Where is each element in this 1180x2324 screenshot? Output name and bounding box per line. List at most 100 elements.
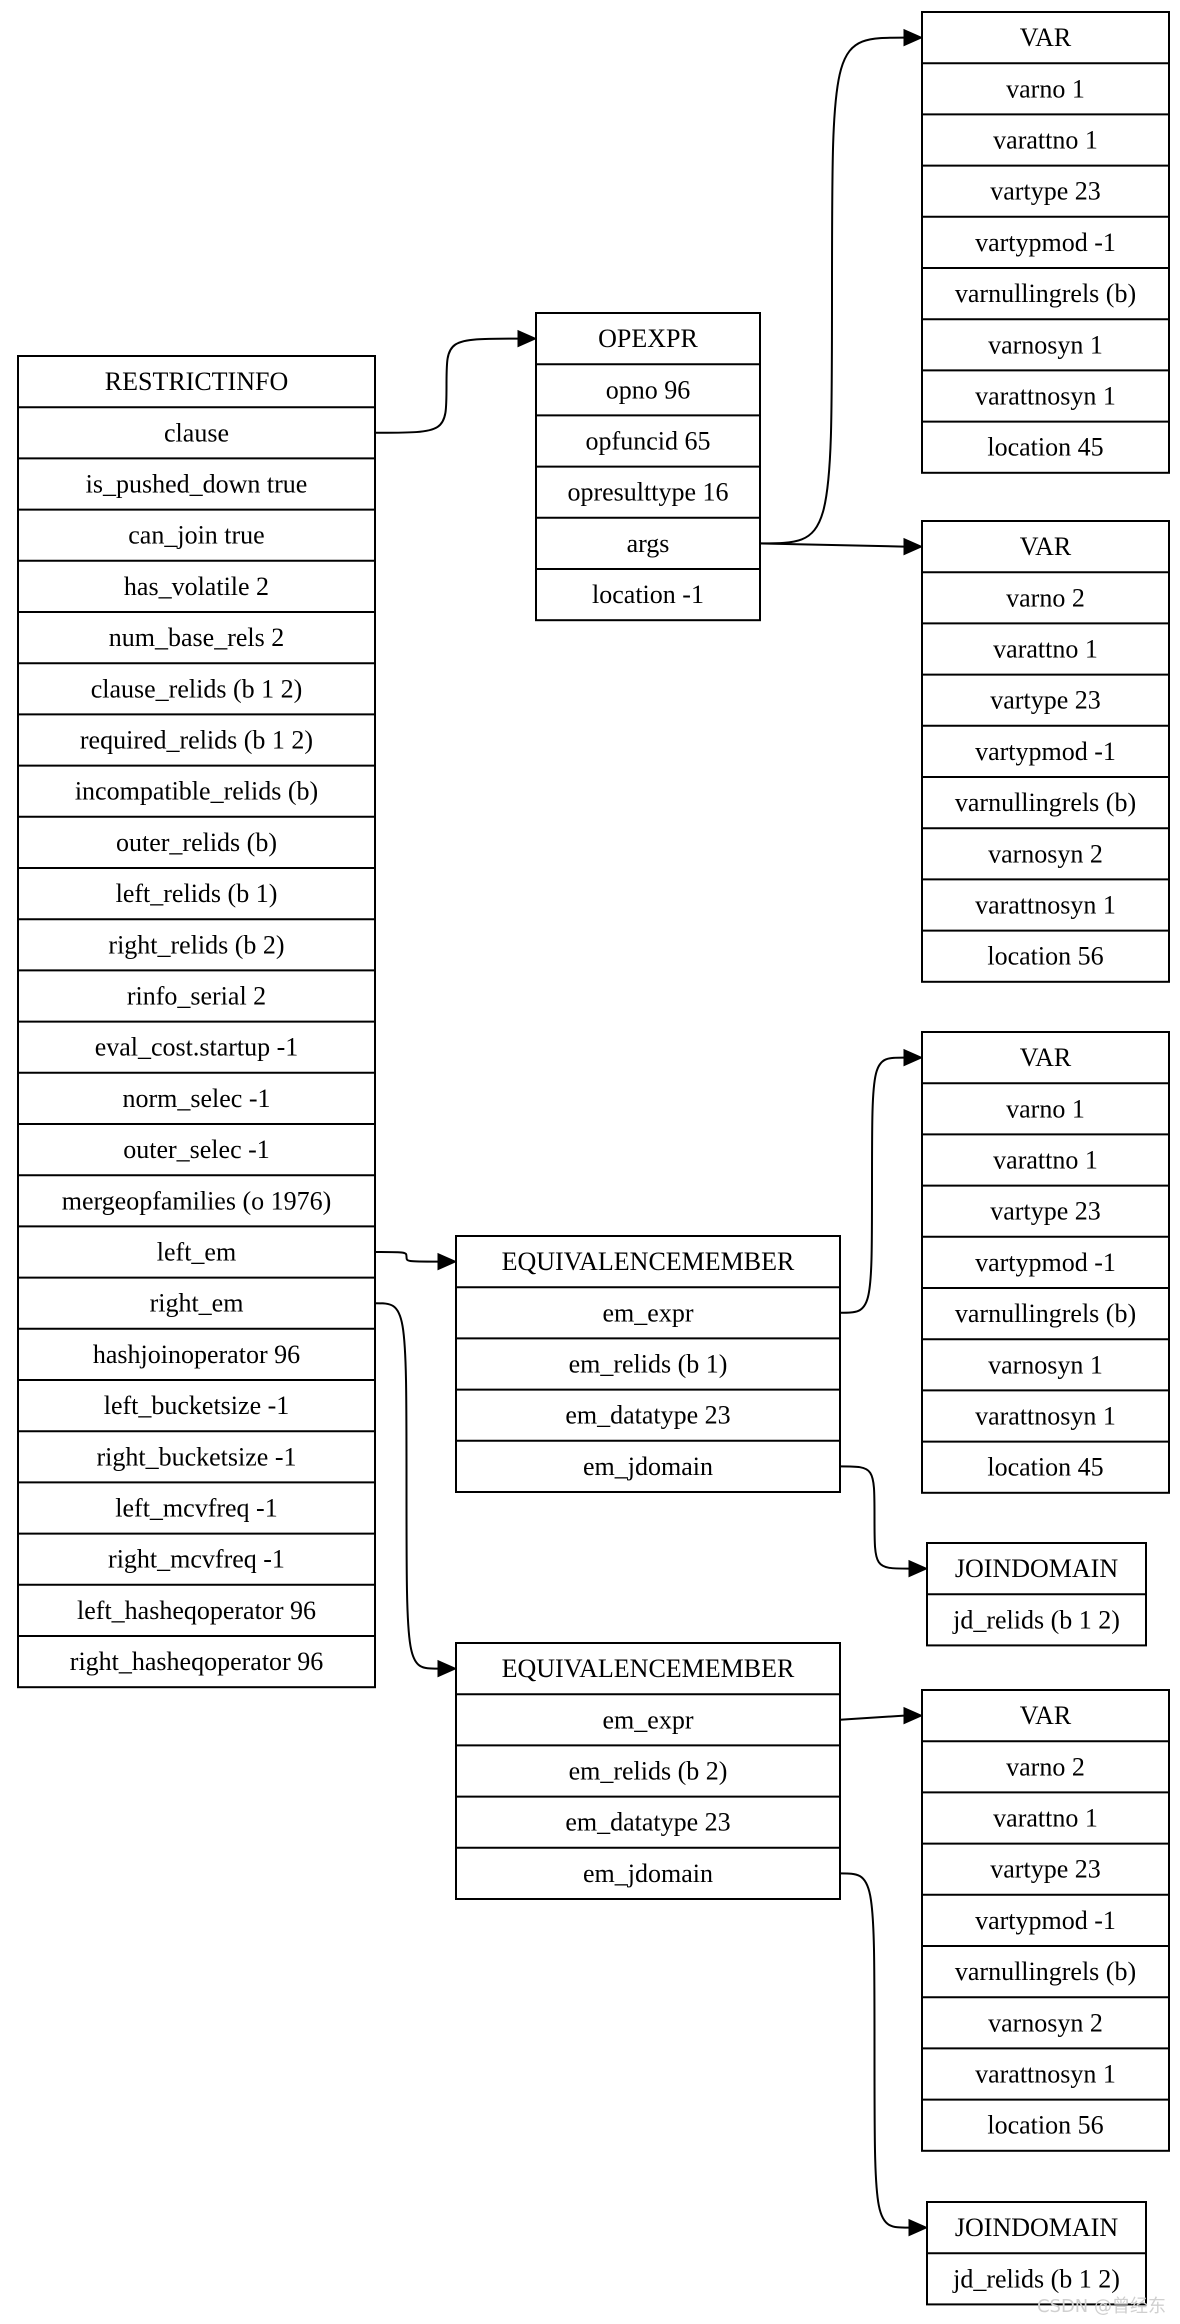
node-field: required_relids (b 1 2) (80, 726, 313, 755)
node-field: left_mcvfreq -1 (115, 1494, 277, 1523)
node-field: varattnosyn 1 (975, 2060, 1116, 2089)
edge-restrictinfo-clause-opexpr (374, 329, 538, 434)
edge-line (374, 337, 519, 434)
edge-restrictinfo-left_em-em1 (374, 1251, 458, 1271)
edge-em1-em_jdomain-jd1 (839, 1465, 929, 1578)
node-border (455, 1642, 841, 1900)
node-field: location 56 (987, 942, 1103, 971)
node-field: right_em (150, 1289, 244, 1318)
node-field: varattnosyn 1 (975, 891, 1116, 920)
node-field: vartypmod -1 (975, 228, 1116, 257)
node-border (921, 1689, 1170, 2152)
node-field: varnosyn 1 (988, 330, 1103, 359)
node-title: VAR (1020, 1043, 1072, 1072)
node-field: em_expr (603, 1705, 694, 1734)
node-field: has_volatile 2 (124, 572, 269, 601)
edge-opexpr-args-var1 (759, 28, 924, 545)
node-field: varno 1 (1006, 74, 1085, 103)
node-field: opfuncid 65 (586, 427, 711, 456)
node-title: EQUIVALENCEMEMBER (502, 1247, 795, 1276)
node-field: varnullingrels (b) (955, 1299, 1136, 1328)
node-field: vartypmod -1 (975, 1248, 1116, 1277)
node-field: location 56 (987, 2111, 1103, 2140)
node-field: em_datatype 23 (565, 1401, 730, 1430)
node-field: vartype 23 (990, 1197, 1100, 1226)
edge-line (759, 36, 905, 545)
node-var3: VAR varno 1 varattno 1 vartype 23 vartypmod … (921, 1031, 1170, 1494)
node-field: em_relids (b 2) (569, 1757, 728, 1786)
node-field: right_hasheqoperator 96 (70, 1647, 323, 1676)
node-field: incompatible_relids (b) (75, 777, 318, 806)
node-field: em_expr (603, 1298, 694, 1327)
arrowhead (903, 1706, 924, 1725)
node-field: em_jdomain (583, 1859, 713, 1888)
node-field: jd_relids (b 1 2) (952, 1605, 1120, 1634)
node-title: JOINDOMAIN (955, 2213, 1118, 2242)
node-field: em_datatype 23 (565, 1808, 730, 1837)
node-field: vartypmod -1 (975, 1906, 1116, 1935)
arrowhead (903, 28, 924, 47)
node-field: outer_selec -1 (123, 1135, 270, 1164)
node-opexpr: OPEXPR opno 96 opfuncid 65 opresulttype 16 a… (535, 312, 761, 622)
node-field: rinfo_serial 2 (127, 982, 266, 1011)
node-field: varno 1 (1006, 1094, 1085, 1123)
node-field: varnosyn 1 (988, 1350, 1103, 1379)
edge-em1-em_expr-var3 (839, 1048, 924, 1314)
node-field: left_bucketsize -1 (104, 1391, 290, 1420)
edge-em2-em_jdomain-jd2 (839, 1872, 929, 2237)
node-field: varattno 1 (993, 1146, 1098, 1175)
node-field: mergeopfamilies (o 1976) (62, 1186, 332, 1215)
node-field: varattno 1 (993, 1804, 1098, 1833)
node-field: varattno 1 (993, 126, 1098, 155)
node-field: args (627, 529, 670, 558)
node-field: vartype 23 (990, 686, 1100, 715)
node-field: varnullingrels (b) (955, 1957, 1136, 1986)
node-field: vartype 23 (990, 1855, 1100, 1884)
node-field: norm_selec -1 (122, 1084, 270, 1113)
watermark: CSDN @曾经东 (1036, 2296, 1166, 2317)
node-title: VAR (1020, 1701, 1072, 1730)
node-title: JOINDOMAIN (955, 1554, 1118, 1583)
node-jd1: JOINDOMAIN jd_relids (b 1 2) (926, 1542, 1147, 1647)
node-field: right_mcvfreq -1 (108, 1545, 285, 1574)
node-field: opno 96 (606, 375, 691, 404)
node-field: left_em (157, 1238, 236, 1267)
node-field: location -1 (592, 580, 704, 609)
node-layer: RESTRICTINFO clause is_pushed_down true can… (17, 11, 1170, 2306)
node-field: num_base_rels 2 (109, 623, 284, 652)
node-field: can_join true (128, 521, 264, 550)
node-field: varnosyn 2 (988, 2008, 1103, 2037)
node-field: left_hasheqoperator 96 (77, 1596, 316, 1625)
node-title: EQUIVALENCEMEMBER (502, 1654, 795, 1683)
node-field: varattno 1 (993, 635, 1098, 664)
node-field: outer_relids (b) (116, 828, 277, 857)
node-field: vartype 23 (990, 177, 1100, 206)
node-field: location 45 (987, 1453, 1103, 1482)
node-field: right_relids (b 2) (108, 930, 284, 959)
node-field: varno 2 (1006, 1752, 1085, 1781)
node-field: vartypmod -1 (975, 737, 1116, 766)
node-field: varnullingrels (b) (955, 279, 1136, 308)
arrowhead (437, 1659, 458, 1678)
node-border (921, 11, 1170, 474)
edge-line (374, 1251, 439, 1263)
node-title: RESTRICTINFO (105, 367, 288, 396)
edge-line (839, 1465, 910, 1570)
arrowhead (517, 329, 538, 348)
node-em1: EQUIVALENCEMEMBER em_expr em_relids (b 1) e… (455, 1235, 841, 1493)
node-field: em_relids (b 1) (569, 1350, 728, 1379)
node-field: is_pushed_down true (86, 470, 308, 499)
edge-restrictinfo-right_em-em2 (374, 1302, 458, 1678)
node-field: clause (164, 418, 229, 447)
node-title: OPEXPR (598, 324, 698, 353)
node-field: opresulttype 16 (567, 478, 728, 507)
node-field: varattnosyn 1 (975, 382, 1116, 411)
node-field: hashjoinoperator 96 (93, 1340, 300, 1369)
node-title: VAR (1020, 532, 1072, 561)
node-field: right_bucketsize -1 (97, 1442, 297, 1471)
edge-line (374, 1302, 439, 1670)
